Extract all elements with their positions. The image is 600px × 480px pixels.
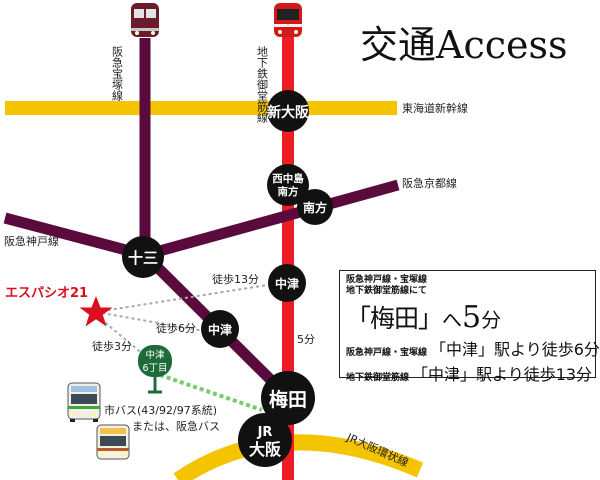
- bus-route-text-1: 市バス(43/92/97系統): [104, 403, 217, 417]
- hankyu-kyoto-line: [143, 179, 400, 261]
- ride-time-umeda-nakatsu: 5分: [297, 333, 315, 346]
- info-hankyu-label: 阪急神戸線・宝塚線: [346, 348, 428, 358]
- station-nakatsu-subway: 中津: [268, 264, 306, 302]
- subway-midosuji-label: 地下鉄御堂筋線: [256, 46, 269, 123]
- hankyu-kobe-label: 阪急神戸線: [4, 234, 59, 248]
- station-nishinakajima: 西中島 南方: [267, 164, 309, 206]
- svg-text:JR: JR: [257, 425, 273, 440]
- walk-path-nakatsu: [95, 311, 211, 333]
- info-minutes-unit: 分: [481, 308, 502, 332]
- info-lines-1: 阪急神戸線・宝塚線: [346, 275, 428, 285]
- hankyu-kyoto-label: 阪急京都線: [402, 176, 457, 190]
- info-hankyu-text: 「中津」駅より徒歩6分: [430, 340, 600, 359]
- hankyu-takarazuka-label: 阪急宝塚線: [111, 45, 124, 101]
- access-info-box: 阪急神戸線・宝塚線 地下鉄御堂筋線にて 「梅田」 へ 5 分 阪急神戸線・宝塚線…: [339, 270, 600, 384]
- svg-text:南方: 南方: [303, 200, 327, 215]
- station-jr-osaka: JR 大阪: [238, 413, 292, 467]
- svg-text:新大阪: 新大阪: [267, 104, 310, 121]
- info-subway-nakatsu-row: 地下鉄御堂筋線 「中津」駅より徒歩13分: [346, 361, 593, 385]
- svg-text:中津: 中津: [275, 276, 299, 291]
- svg-text:大阪: 大阪: [249, 440, 282, 459]
- svg-text:中津: 中津: [145, 349, 165, 361]
- info-hankyu-nakatsu-row: 阪急神戸線・宝塚線 「中津」駅より徒歩6分: [346, 336, 600, 360]
- walk-path-green: [159, 373, 263, 412]
- info-subway-text: 「中津」駅より徒歩13分: [412, 365, 593, 384]
- svg-text:十三: 十三: [128, 249, 158, 267]
- info-minutes: 5: [462, 300, 482, 335]
- hankyu-kobe-line: [3, 212, 147, 261]
- hankyu-train-icon: [131, 3, 159, 37]
- bus-stop-sign-icon: 中津 6丁目: [138, 345, 172, 394]
- station-minamikata: 南方: [297, 189, 333, 225]
- info-lines-2: 地下鉄御堂筋線にて: [346, 286, 428, 296]
- svg-text:中津: 中津: [208, 322, 232, 337]
- svg-text:6丁目: 6丁目: [142, 363, 167, 374]
- svg-text:梅田: 梅田: [269, 388, 307, 411]
- info-umeda-station: 「梅田」: [346, 304, 443, 333]
- destination-label: エスパシオ21: [5, 286, 88, 301]
- station-juso: 十三: [122, 236, 164, 278]
- shinkansen-label: 東海道新幹線: [402, 101, 468, 115]
- svg-text:南方: 南方: [278, 185, 299, 198]
- subway-train-icon: [274, 3, 302, 37]
- station-nakatsu-hankyu: 中津: [201, 310, 239, 348]
- page-title: 交通Access: [360, 23, 568, 67]
- info-umeda-row: 「梅田」 へ 5 分: [346, 299, 589, 335]
- walk-time-juso: 徒歩13分: [212, 272, 259, 286]
- walk-time-nakatsu: 徒歩6分: [156, 321, 196, 335]
- bus-route-text-2: または、阪急バス: [132, 419, 220, 433]
- bus-icon: [67, 382, 101, 422]
- info-subway-label: 地下鉄御堂筋線: [346, 373, 410, 383]
- station-umeda: 梅田: [261, 371, 315, 425]
- info-to: へ: [442, 308, 463, 332]
- destination-star-icon: [79, 296, 113, 327]
- walk-time-busstop: 徒歩3分: [92, 339, 132, 353]
- walk-path-juso: [95, 282, 281, 313]
- station-shin-osaka: 新大阪: [267, 90, 310, 132]
- hankyu-bus-icon: [96, 424, 130, 460]
- svg-text:西中島: 西中島: [272, 172, 304, 185]
